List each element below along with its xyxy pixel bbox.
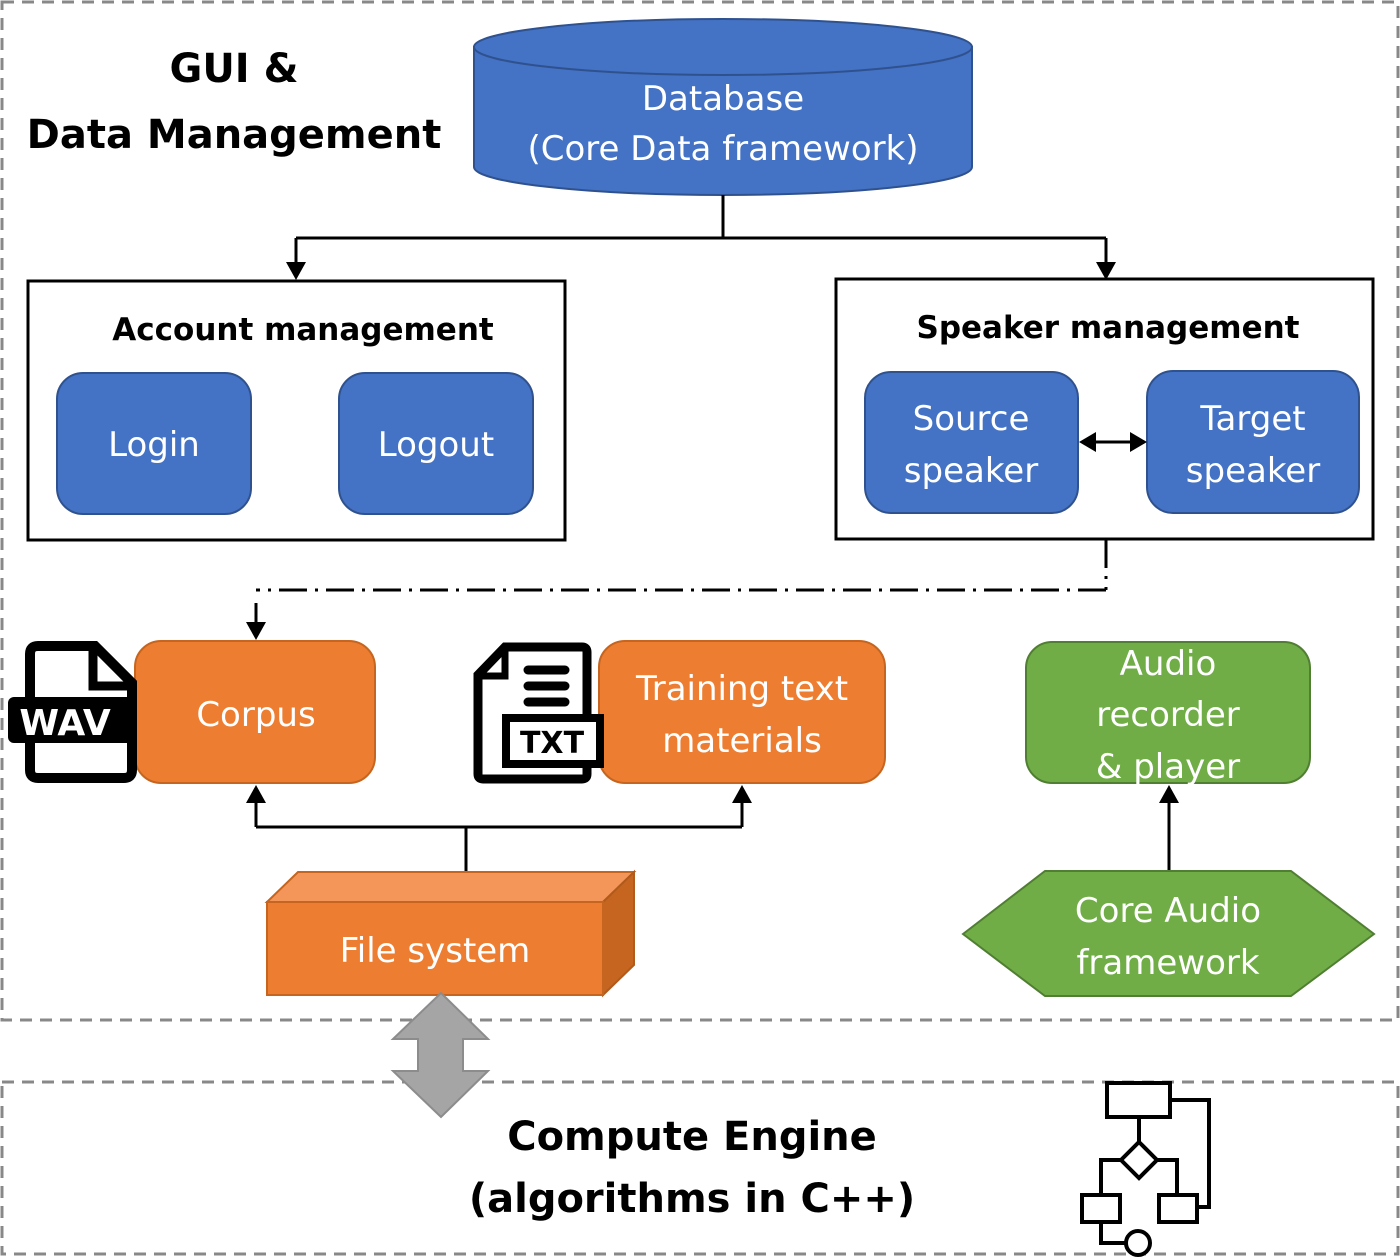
region-title-line1: GUI &: [169, 46, 298, 92]
training-text-node[interactable]: Training text materials: [598, 640, 886, 784]
arrow-head-corpus-top: [246, 622, 266, 640]
audio-recorder-player-node[interactable]: Audio recorder & player: [1025, 641, 1311, 787]
compute-engine-subtitle: (algorithms in C++): [469, 1176, 915, 1222]
source-speaker-line1: Source: [913, 399, 1030, 439]
arrow-head-training-bottom: [732, 785, 752, 803]
logout-label: Logout: [378, 425, 494, 465]
arrow-head-account: [286, 262, 306, 280]
compute-engine-region: [0, 1080, 1400, 1256]
training-text-line1: Training text: [635, 669, 848, 709]
target-speaker-button[interactable]: Target speaker: [1146, 370, 1360, 514]
wav-file-icon: WAV: [8, 641, 137, 783]
region-title-line2: Data Management: [27, 112, 442, 158]
logout-button[interactable]: Logout: [338, 372, 534, 515]
database-label-line2: (Core Data framework): [527, 129, 918, 169]
file-system-node[interactable]: File system: [264, 869, 637, 998]
txt-file-icon: TXT: [473, 642, 604, 784]
corpus-node[interactable]: Corpus: [134, 640, 376, 784]
account-management-heading: Account management: [112, 312, 494, 348]
core-audio-line2: framework: [1076, 943, 1259, 983]
target-speaker-line2: speaker: [1186, 451, 1320, 491]
database-node[interactable]: Database (Core Data framework): [473, 18, 973, 196]
source-target-bidirectional-arrow: [1079, 432, 1147, 452]
core-audio-framework-node[interactable]: Core Audio framework: [961, 870, 1376, 997]
core-audio-line1: Core Audio: [1075, 891, 1261, 931]
compute-engine-title: Compute Engine: [507, 1114, 877, 1160]
arrow-head-speaker: [1096, 262, 1116, 280]
corpus-label: Corpus: [196, 695, 315, 735]
file-system-label: File system: [340, 931, 531, 971]
gui-data-management-region: [0, 0, 1400, 1022]
speaker-to-corpus-connector: [254, 540, 1108, 625]
flowchart-icon: [1080, 1081, 1211, 1257]
database-label-line1: Database: [642, 79, 804, 119]
file-system-connectors: [254, 800, 744, 872]
source-speaker-line2: speaker: [904, 451, 1038, 491]
arrow-head-recorder-bottom: [1159, 785, 1179, 803]
audio-recorder-line2: recorder: [1096, 695, 1240, 735]
arrow-head-corpus-bottom: [246, 785, 266, 803]
training-text-line2: materials: [662, 721, 822, 761]
wav-icon-label: WAV: [19, 703, 111, 744]
target-speaker-line1: Target: [1199, 399, 1305, 439]
login-label: Login: [108, 425, 200, 465]
database-connectors: [294, 195, 1108, 268]
audio-recorder-line3: & player: [1096, 747, 1240, 787]
txt-icon-label: TXT: [520, 726, 585, 761]
login-button[interactable]: Login: [56, 372, 252, 515]
speaker-management-heading: Speaker management: [917, 310, 1300, 346]
source-speaker-button[interactable]: Source speaker: [864, 371, 1079, 514]
filesystem-compute-bidirectional-arrow: [390, 991, 491, 1119]
audio-recorder-line1: Audio: [1120, 644, 1217, 684]
